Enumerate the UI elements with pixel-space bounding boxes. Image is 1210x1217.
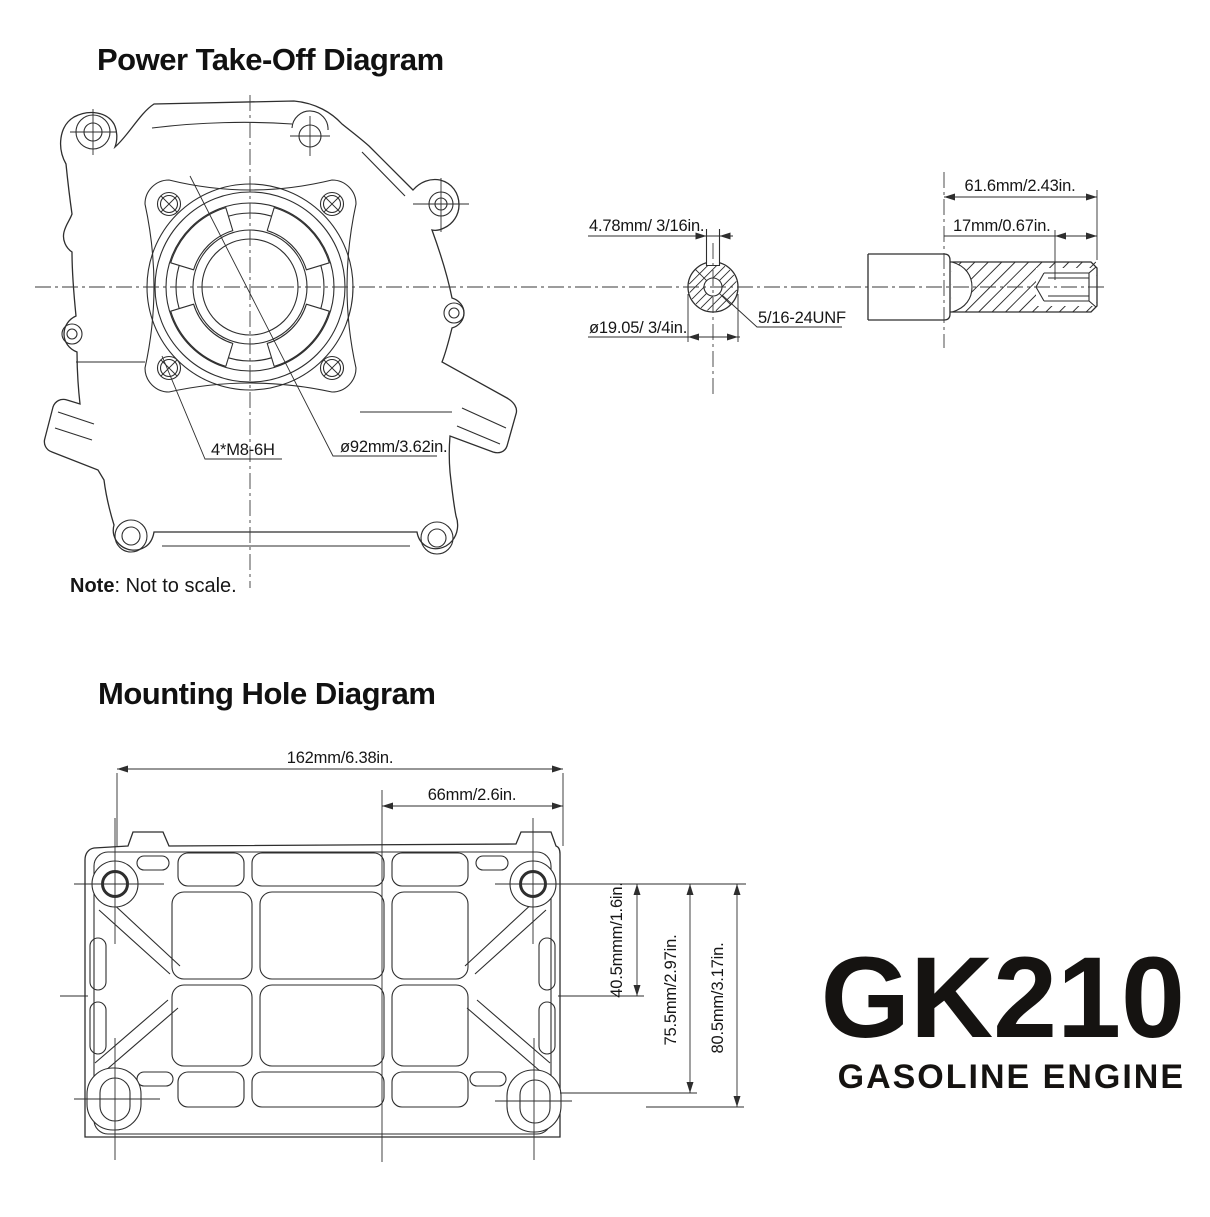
- leader-pilot-diameter: ø92mm/3.62in.: [189, 175, 448, 457]
- pto-title: Power Take-Off Diagram: [97, 42, 444, 77]
- dim-label: 66mm/2.6in.: [428, 786, 517, 804]
- mounting-plate: [74, 818, 572, 1160]
- dim-label: 4.78mm/ 3/16in.: [589, 217, 704, 235]
- model-name: GK210: [820, 934, 1185, 1062]
- corner-ribs: [94, 899, 551, 1072]
- pto-flange: [144, 179, 357, 393]
- dim-slot-span: 80.5mm/3.17in.: [709, 884, 741, 1107]
- mount-hole-top-right: [495, 818, 562, 944]
- dim-label: 17mm/0.67in.: [953, 217, 1051, 235]
- boss-top: [290, 110, 330, 156]
- boss-top-left: [70, 109, 116, 155]
- mount-hole-top-left: [74, 818, 164, 944]
- dim-label: ø92mm/3.62in.: [340, 438, 447, 456]
- mount-slot-bottom-left: [74, 1038, 160, 1160]
- bolt-hole: [156, 191, 182, 217]
- brand-block: GK210 GASOLINE ENGINE: [821, 941, 1185, 1097]
- centerlines: [35, 95, 1105, 588]
- dim-label: 5/16-24UNF: [758, 309, 846, 327]
- bolt-holes-m8: [156, 191, 345, 381]
- boss-right-mid: [443, 302, 465, 324]
- dim-label: 61.6mm/2.43in.: [965, 177, 1076, 195]
- dim-label: 75.5mm/2.97in.: [662, 935, 680, 1046]
- boss-bottom-right: [420, 521, 454, 555]
- dim-label: ø19.05/ 3/4in.: [589, 319, 687, 337]
- dim-label: 162mm/6.38in.: [287, 749, 394, 767]
- boss-bottom-left: [114, 519, 148, 553]
- dim-overall-width: 162mm/6.38in.: [116, 749, 564, 846]
- leader-thread-spec: 5/16-24UNF: [721, 294, 846, 328]
- mount-slot-bottom-right: [495, 1038, 572, 1160]
- boss-upper-right: [413, 178, 469, 232]
- boss-left-mid: [61, 323, 83, 345]
- dim-label: 80.5mm/3.17in.: [709, 943, 727, 1054]
- dim-hole-offset: 40.5mmm/1.6in.: [608, 882, 641, 998]
- bolt-hole: [156, 355, 182, 381]
- dim-label: 4*M8-6H: [211, 441, 275, 459]
- dim-shaft-length: 61.6mm/2.43in.: [944, 177, 1098, 260]
- crankcase-drawing: [43, 100, 518, 555]
- note-text: : Not to scale.: [114, 575, 237, 597]
- mounting-title: Mounting Hole Diagram: [98, 676, 436, 711]
- note-label: Note: [70, 575, 115, 597]
- dim-thread-depth: 17mm/0.67in.: [944, 217, 1097, 280]
- model-subtitle: GASOLINE ENGINE: [837, 1058, 1185, 1096]
- pto-dimensions: 4.78mm/ 3/16in. ø19.05/ 3/4in. 5/16-24UN…: [161, 175, 1098, 460]
- leader-bolt-pattern: 4*M8-6H: [161, 355, 282, 460]
- plate-pockets: [89, 852, 556, 1108]
- dim-keyway-width: 4.78mm/ 3/16in.: [588, 217, 733, 242]
- dim-label: 40.5mmm/1.6in.: [608, 882, 626, 998]
- mounting-dimensions: 162mm/6.38in. 66mm/2.6in. 40.5mmm/1.6in.: [60, 749, 746, 1162]
- bolt-hole: [319, 355, 345, 381]
- dim-half-width: 66mm/2.6in.: [381, 786, 563, 1162]
- bolt-hole: [319, 191, 345, 217]
- dim-hole-span: 75.5mm/2.97in.: [662, 884, 694, 1093]
- note: Note: Not to scale.: [70, 575, 237, 598]
- dim-shaft-diameter: ø19.05/ 3/4in.: [588, 294, 740, 342]
